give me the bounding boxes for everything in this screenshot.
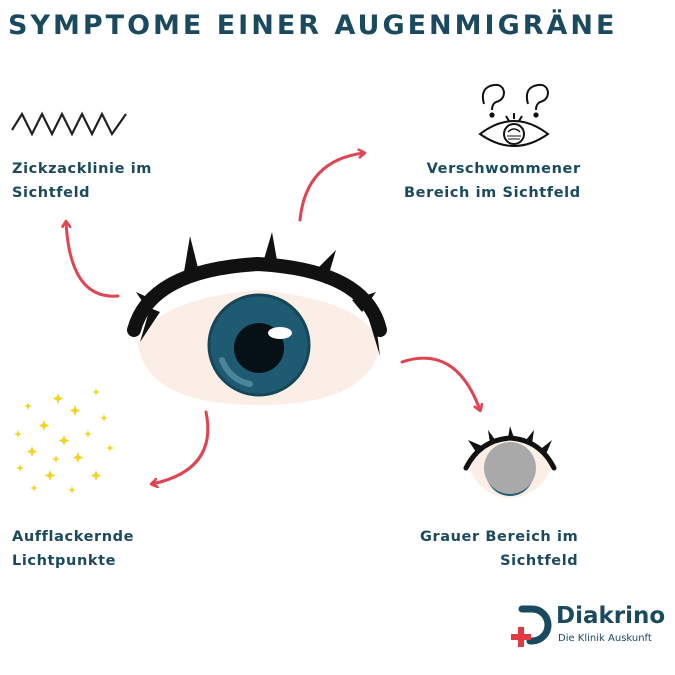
zigzag-line-icon	[11, 111, 127, 137]
brand-tagline: Die Klinik Auskunft	[558, 633, 652, 644]
diakrino-logo-icon	[511, 605, 552, 647]
arrow-to-zigzag	[66, 222, 120, 298]
arrow-to-blurry	[298, 153, 364, 222]
page-title: SYMPTOME EINER AUGENMIGRÄNE	[8, 10, 618, 41]
brand-name: Diakrino	[556, 603, 666, 629]
central-eye-icon	[127, 232, 387, 405]
label-zickzack: Zickzacklinie im Sichtfeld	[12, 161, 152, 201]
label-grau: Grauer Bereich im Sichtfeld	[420, 529, 579, 569]
grey-eye-icon	[463, 426, 557, 498]
blurry-eye-icon	[478, 83, 550, 147]
sparkles-icon	[14, 388, 114, 494]
label-lichtpunkte: Aufflackernde Lichtpunkte	[12, 529, 135, 569]
arrow-to-sparkles	[152, 410, 210, 484]
label-verschwommen: Verschwommener Bereich im Sichtfeld	[404, 161, 581, 201]
arrow-to-grey-eye	[400, 356, 480, 410]
